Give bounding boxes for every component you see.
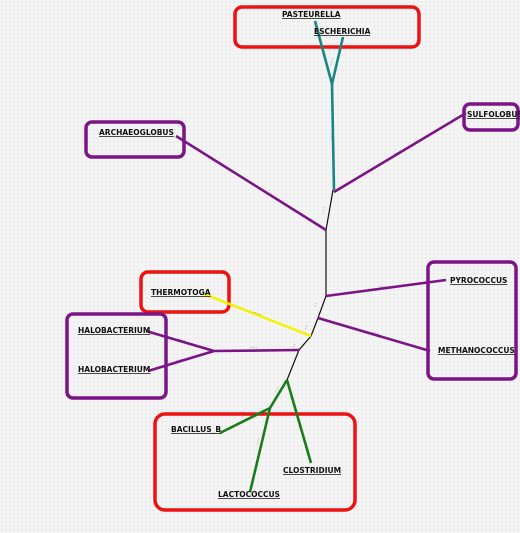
- branch-length-label: - - -: [320, 206, 326, 214]
- taxon-label-bacillus: BACILLUS_B: [171, 425, 221, 434]
- branch-length-label: - - -: [175, 356, 184, 363]
- thermotoga-box: [139, 270, 231, 314]
- branch-length-label: - -: [303, 324, 310, 331]
- thermococci-box: [426, 260, 518, 381]
- branch-pasteurella: [313, 20, 334, 85]
- branch-halobacterium-1: [145, 329, 215, 353]
- branch-length-label: - - -: [178, 336, 187, 343]
- taxon-label-sulfolobus: SULFOLOBUS: [467, 110, 520, 119]
- firmicutes-box: [153, 412, 357, 512]
- branch-length-label: - - -: [240, 411, 249, 419]
- branch-length-label: - - -: [273, 385, 281, 394]
- branch-length-label: - - -: [329, 133, 334, 140]
- branch-length-label: - -: [291, 342, 298, 349]
- archaea-branches: [145, 111, 467, 373]
- halobacteria-box: [65, 312, 168, 400]
- branch-halobacteria-stem: [213, 348, 300, 353]
- taxon-label-methanococcus: METHANOCOCCUS: [438, 346, 515, 355]
- branch-length-label: - -: [312, 301, 318, 307]
- branch-firmicutes-stem: [268, 379, 289, 409]
- branch-length-label: - - -: [323, 259, 328, 266]
- branch-length-label: - - -: [250, 345, 257, 350]
- branch-length-label: - - -: [254, 309, 263, 316]
- branch-length-label: - - -: [328, 57, 335, 66]
- taxon-label-escherichia: ESCHERICHIA: [314, 27, 371, 36]
- branch-length-label: - - -: [296, 419, 303, 428]
- taxon-label-archaeoglobus: ARCHAEOGLOBUS: [99, 128, 174, 137]
- branch-length-label: - - -: [393, 148, 402, 156]
- branch-halobacterium-2: [147, 349, 215, 373]
- branch-lactococcus: [248, 407, 272, 493]
- proteobacteria-clade: [313, 20, 345, 191]
- branch-bacillus: [219, 406, 271, 435]
- sulfolobus-box: [462, 102, 520, 132]
- branch-thermotoga: [203, 292, 312, 338]
- branch-escherichia: [330, 36, 345, 85]
- branch-archaeoglobus: [175, 134, 327, 232]
- taxon-label-pasteurella: PASTEURELLA: [282, 10, 341, 19]
- branch-stem-teal: [330, 83, 336, 191]
- taxon-label-thermotoga: THERMOTOGA: [151, 288, 211, 297]
- firmicutes-clade: [219, 379, 313, 493]
- branch-length-label: - - -: [243, 177, 252, 185]
- branch-methanococcus: [317, 316, 431, 353]
- branch-length-label: - - -: [379, 284, 386, 289]
- branch-length-labels: - - - - - - - - - - - - - - - - - - - - …: [175, 57, 402, 446]
- branch-length-label: - - -: [372, 329, 381, 336]
- branch-sulfolobus: [333, 111, 467, 194]
- taxon-label-lactococcus: LACTOCOCCUS: [218, 490, 280, 499]
- branch-length-label: - - -: [254, 437, 261, 445]
- taxon-label-halobacterium: HALOBACTERIUM: [78, 365, 150, 374]
- taxon-label-halobacterium: HALOBACTERIUM: [78, 326, 150, 335]
- branch-pyrococcus: [325, 278, 447, 298]
- branch-clostridium: [285, 379, 313, 464]
- proteobacteria-box: [233, 5, 421, 49]
- taxon-label-pyrococcus: PYROCOCCUS: [450, 276, 507, 285]
- taxon-label-clostridium: CLOSTRIDIUM: [283, 466, 341, 475]
